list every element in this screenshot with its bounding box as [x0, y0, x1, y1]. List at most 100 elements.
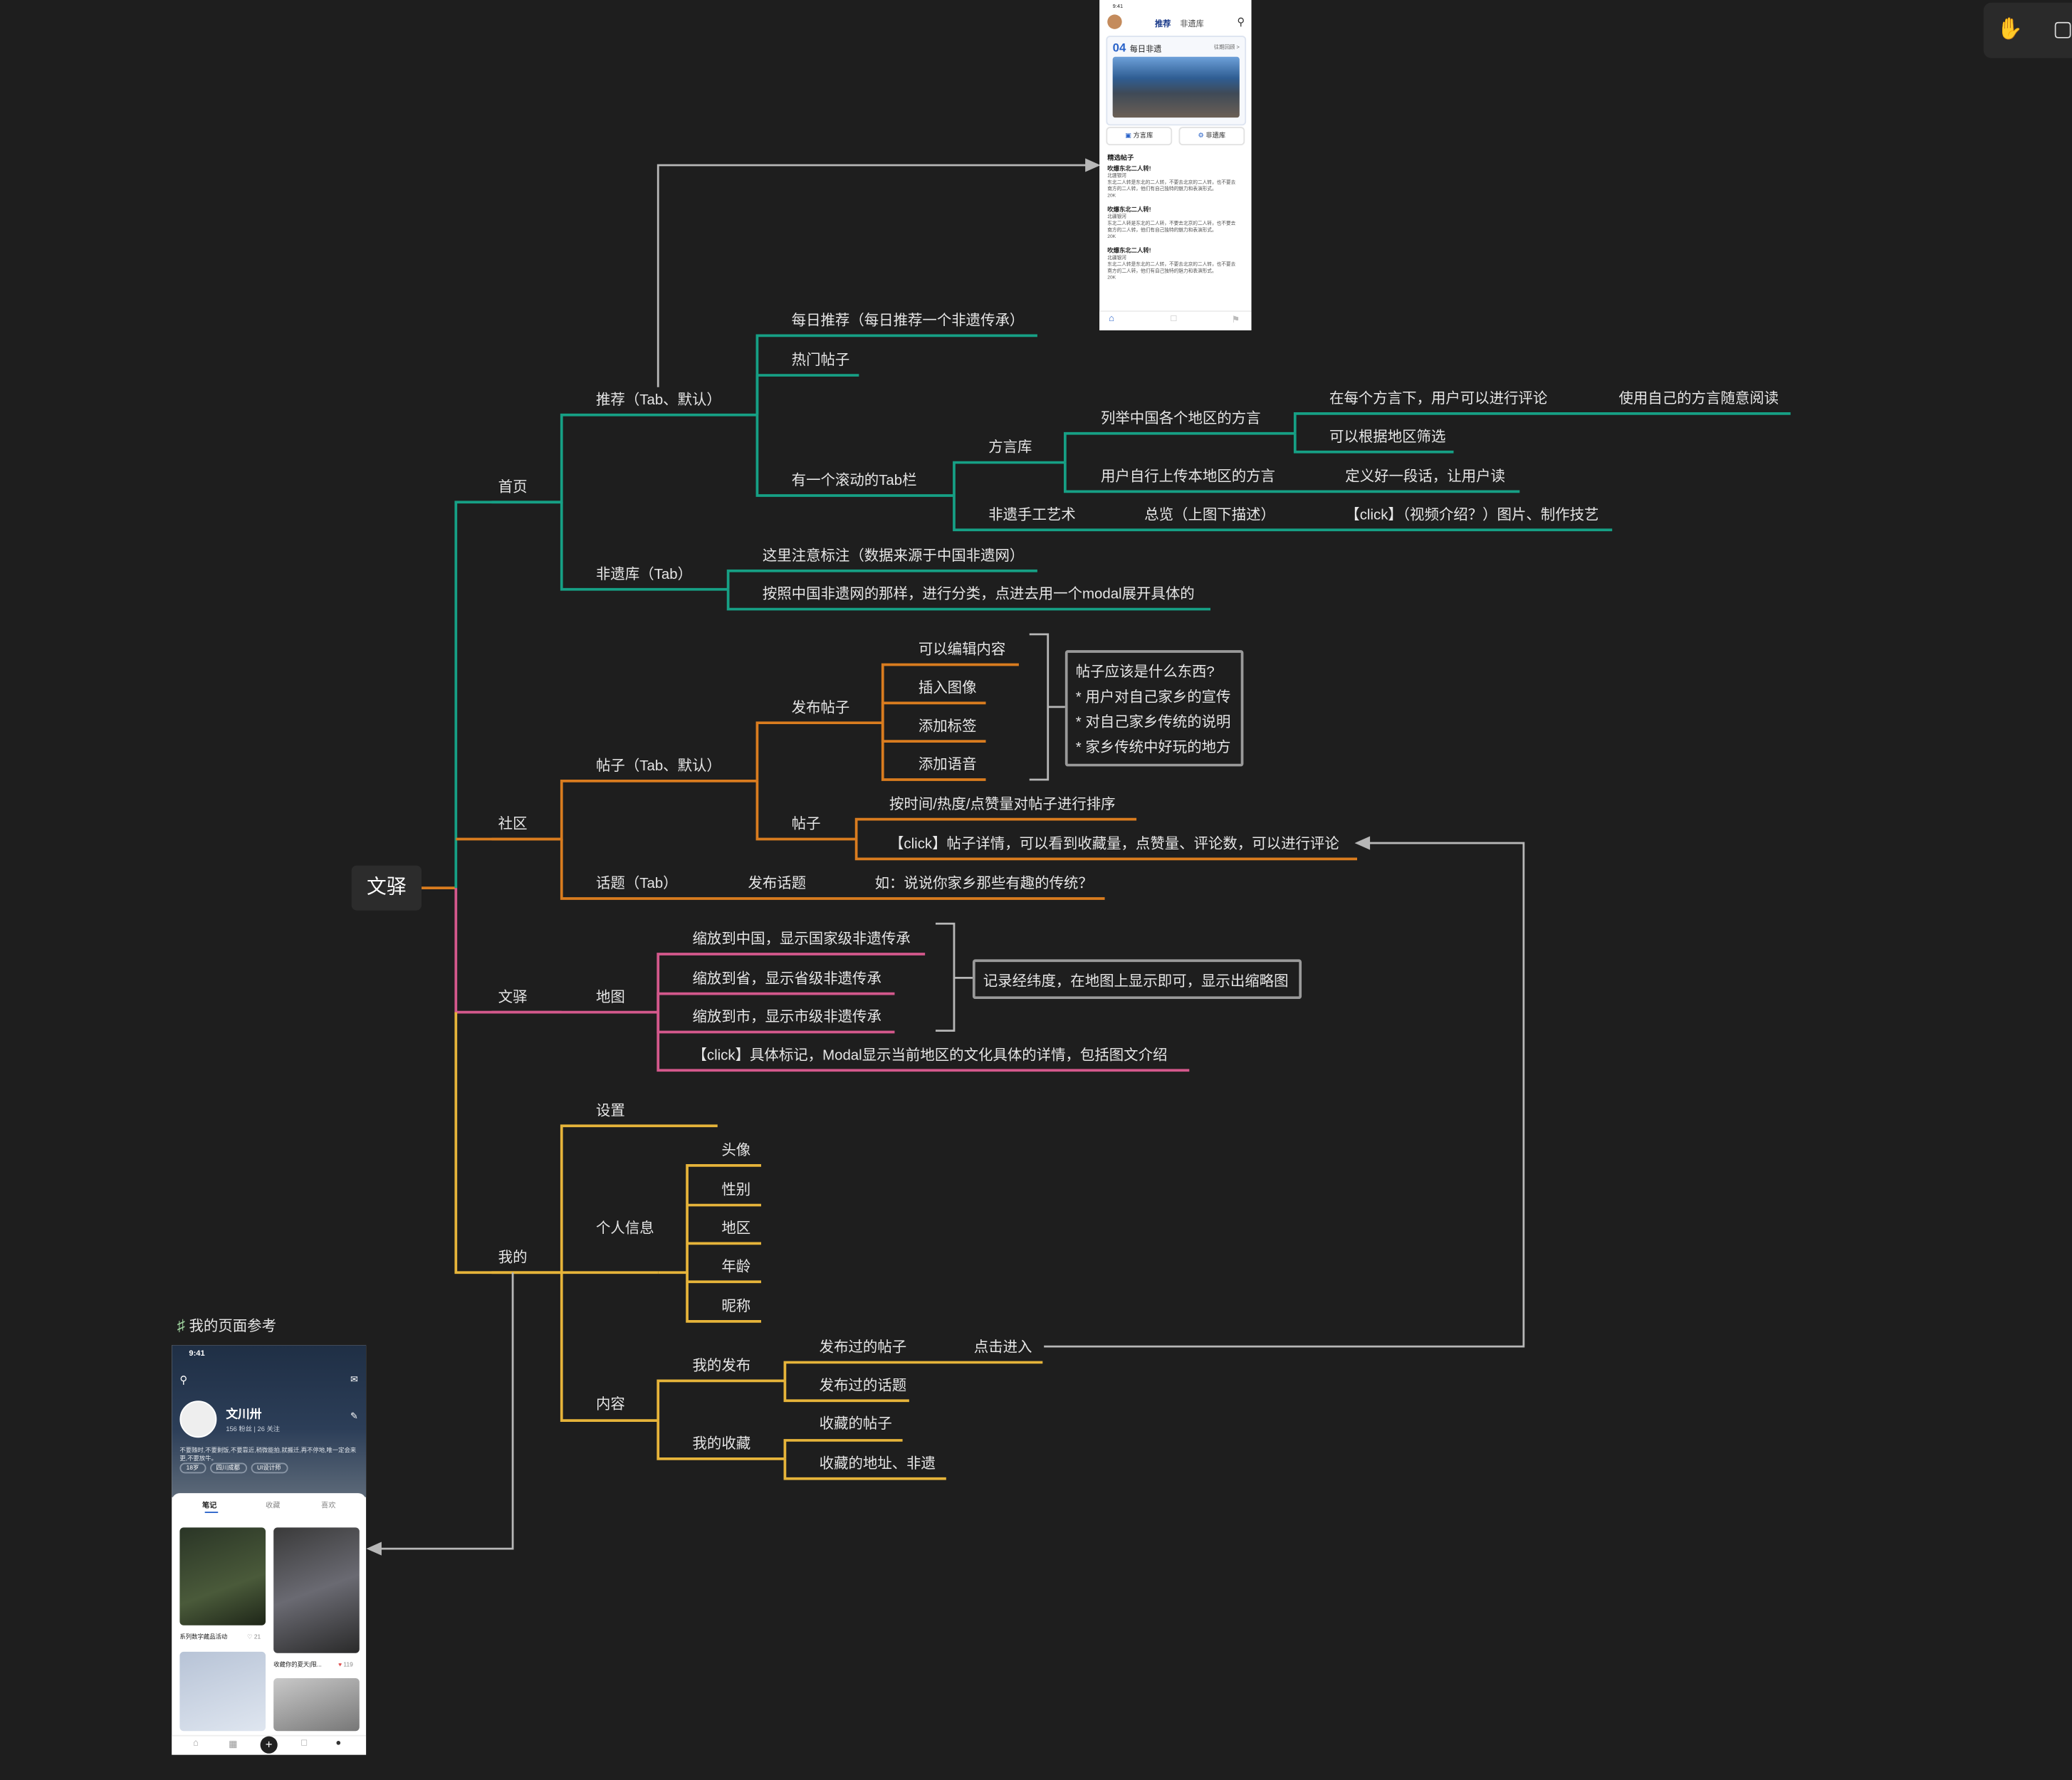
chat-icon[interactable]: □: [1171, 314, 1177, 324]
node-settings[interactable]: 设置: [596, 1103, 625, 1119]
chat-icon[interactable]: □: [301, 1739, 308, 1749]
mine-page-mockup[interactable]: 9:41 ⚲ ✉ 文川卅 156 粉丝 | 26 关注 ✎ 不要随时,不要剩饭,…: [172, 1345, 367, 1755]
map-icon[interactable]: ▦: [229, 1740, 238, 1750]
heritage-lib-button[interactable]: ⚙ 非遗库: [1178, 127, 1245, 146]
node-click-in[interactable]: 点击进入: [973, 1339, 1032, 1356]
avatar[interactable]: [179, 1401, 217, 1438]
node-content[interactable]: 内容: [596, 1396, 625, 1413]
note-card-image[interactable]: [179, 1527, 266, 1625]
node-pub-topics[interactable]: 发布过的话题: [819, 1378, 907, 1394]
tab-notes[interactable]: 笔记: [202, 1502, 217, 1511]
node-heritage-tab[interactable]: 非遗库（Tab）: [596, 567, 693, 583]
node-dialect-define[interactable]: 定义好一段话，让用户读: [1345, 468, 1505, 486]
node-sort[interactable]: 按时间/热度/点赞量对帖子进行排序: [889, 797, 1116, 813]
note-card-image[interactable]: [179, 1651, 266, 1732]
node-nickname[interactable]: 昵称: [721, 1299, 751, 1315]
home-icon[interactable]: ⌂: [1109, 314, 1114, 324]
note-card-likes: ♥ 119: [338, 1661, 353, 1668]
avatar[interactable]: [1107, 14, 1122, 29]
node-dialect-filter[interactable]: 可以根据地区筛选: [1329, 429, 1446, 446]
node-dialect-lib[interactable]: 方言库: [988, 440, 1032, 456]
node-img[interactable]: 插入图像: [918, 680, 977, 697]
node-posts-tab[interactable]: 帖子（Tab、默认）: [596, 758, 721, 775]
edit-icon[interactable]: ✎: [350, 1412, 358, 1422]
home-page-mockup[interactable]: 9:41 推荐 非遗库 ⚲ 04 每日非遗 往期回顾 > ▣ 方言库 ⚙ 非遗库…: [1099, 0, 1252, 330]
node-zoom-country[interactable]: 缩放到中国，显示国家级非遗传承: [692, 931, 911, 948]
note-line: * 用户对自己家乡的宣传: [1075, 689, 1231, 706]
root-node[interactable]: 文驿: [351, 865, 422, 911]
node-region[interactable]: 地区: [721, 1220, 751, 1237]
node-tag[interactable]: 添加标签: [918, 718, 977, 735]
node-topic-eg[interactable]: 如：说说你家乡那些有趣的传统？: [874, 876, 1093, 892]
dialect-lib-button[interactable]: ▣ 方言库: [1106, 127, 1173, 146]
node-craft[interactable]: 非遗手工艺术: [988, 507, 1076, 523]
post-card[interactable]: 吹爆东北二人转! 北疆银河 东北二人转是东北的二人转，不要去北京的二人转，也不要…: [1107, 247, 1245, 281]
search-icon[interactable]: ⚲: [1237, 16, 1245, 28]
note-card-image[interactable]: [273, 1677, 360, 1732]
node-voice[interactable]: 添加语音: [918, 757, 977, 773]
node-profile[interactable]: 个人信息: [596, 1220, 654, 1237]
branch-community[interactable]: 社区: [498, 816, 528, 833]
home-icon[interactable]: ⌂: [192, 1739, 199, 1749]
flag-icon[interactable]: ⚑: [1231, 315, 1240, 325]
node-post[interactable]: 帖子: [791, 816, 821, 833]
node-overview[interactable]: 总览（上图下描述）: [1144, 507, 1275, 523]
daily-image: [1112, 56, 1240, 118]
post-body: 东北二人转是东北的二人转，不要去北京的二人转，也不要去南方的二人转，他们有自己独…: [1107, 220, 1236, 233]
daily-heritage-card[interactable]: 04 每日非遗 往期回顾 >: [1106, 36, 1247, 126]
tab-heritage[interactable]: 非遗库: [1180, 21, 1204, 29]
node-daily[interactable]: 每日推荐（每日推荐一个非遗传承）: [791, 313, 1025, 330]
add-icon[interactable]: +: [260, 1736, 278, 1754]
hand-tool-icon[interactable]: ✋: [1997, 18, 2024, 41]
daily-more-link[interactable]: 往期回顾 >: [1213, 43, 1240, 51]
tag: 18岁: [179, 1462, 206, 1474]
node-zoom-prov[interactable]: 缩放到省，显示省级非遗传承: [692, 971, 881, 988]
fit-screen-icon[interactable]: ▢: [2053, 18, 2072, 41]
node-fav-places[interactable]: 收藏的地址、非遗: [819, 1456, 936, 1472]
node-dialect-list[interactable]: 列举中国各个地区的方言: [1100, 411, 1261, 427]
node-heritage-cat[interactable]: 按照中国非遗网的那样，进行分类，点进去用一个modal展开具体的: [762, 587, 1195, 603]
node-topic-tab[interactable]: 话题（Tab）: [596, 876, 678, 892]
node-recommend[interactable]: 推荐（Tab、默认）: [596, 392, 721, 409]
node-map[interactable]: 地图: [596, 990, 625, 1006]
branch-mine[interactable]: 我的: [498, 1250, 528, 1266]
node-pub-posts[interactable]: 发布过的帖子: [819, 1339, 907, 1356]
tab-likes[interactable]: 喜欢: [320, 1502, 336, 1511]
post-card[interactable]: 吹爆东北二人转! 北疆银河 东北二人转是东北的二人转，不要去北京的二人转，也不要…: [1107, 206, 1245, 241]
node-avatar[interactable]: 头像: [721, 1143, 751, 1159]
node-age[interactable]: 年龄: [721, 1259, 751, 1275]
post-card[interactable]: 吹爆东北二人转! 北疆银河 东北二人转是东北的二人转，不要去北京的二人转，也不要…: [1107, 165, 1245, 199]
note-card-image[interactable]: [273, 1527, 360, 1653]
node-dialect-upload[interactable]: 用户自行上传本地区的方言: [1100, 468, 1275, 486]
tab-recommend[interactable]: 推荐: [1155, 21, 1171, 29]
node-heritage-note[interactable]: 这里注意标注（数据来源于中国非遗网）: [762, 548, 1025, 565]
note-card-title: 收藏你的夏天|限...: [273, 1660, 322, 1668]
node-hot[interactable]: 热门帖子: [791, 352, 850, 369]
daily-date: 04: [1112, 41, 1126, 55]
node-craft-click[interactable]: 【click】（视频介绍？）图片、制作技艺: [1345, 507, 1599, 523]
message-icon[interactable]: ✉: [350, 1375, 358, 1385]
node-my-pub[interactable]: 我的发布: [692, 1358, 751, 1375]
node-gender[interactable]: 性别: [721, 1183, 751, 1199]
node-fav-posts[interactable]: 收藏的帖子: [819, 1416, 892, 1433]
branch-home[interactable]: 首页: [498, 479, 528, 496]
map-note[interactable]: 记录经纬度，在地图上显示即可，显示出缩略图: [972, 959, 1302, 1000]
branch-wenyi[interactable]: 文驿: [498, 990, 528, 1006]
post-body: 东北二人转是东北的二人转，不要去北京的二人转，也不要去南方的二人转，他们有自己独…: [1107, 261, 1236, 274]
node-dialect-read[interactable]: 使用自己的方言随意阅读: [1618, 391, 1779, 407]
node-marker[interactable]: 【click】具体标记，Modal显示当前地区的文化具体的详情，包括图文介绍: [692, 1047, 1168, 1064]
tab-favorites[interactable]: 收藏: [266, 1502, 281, 1511]
node-publish-topic[interactable]: 发布话题: [748, 876, 807, 892]
post-definition-note[interactable]: 帖子应该是什么东西? * 用户对自己家乡的宣传 * 对自己家乡传统的说明 * 家…: [1064, 650, 1244, 767]
node-zoom-city[interactable]: 缩放到市，显示市级非遗传承: [692, 1009, 881, 1026]
node-scroll-tab[interactable]: 有一个滚动的Tab栏: [791, 473, 917, 489]
book-icon: ▣: [1125, 132, 1131, 140]
node-publish[interactable]: 发布帖子: [791, 700, 850, 716]
node-dialect-comment[interactable]: 在每个方言下，用户可以进行评论: [1329, 391, 1548, 407]
node-detail[interactable]: 【click】帖子详情，可以看到收藏量，点赞量、评论数，可以进行评论: [889, 836, 1339, 853]
node-my-fav[interactable]: 我的收藏: [692, 1436, 751, 1452]
node-edit[interactable]: 可以编辑内容: [918, 642, 1006, 659]
search-icon[interactable]: ⚲: [179, 1374, 188, 1386]
profile-icon[interactable]: ●: [335, 1739, 342, 1749]
